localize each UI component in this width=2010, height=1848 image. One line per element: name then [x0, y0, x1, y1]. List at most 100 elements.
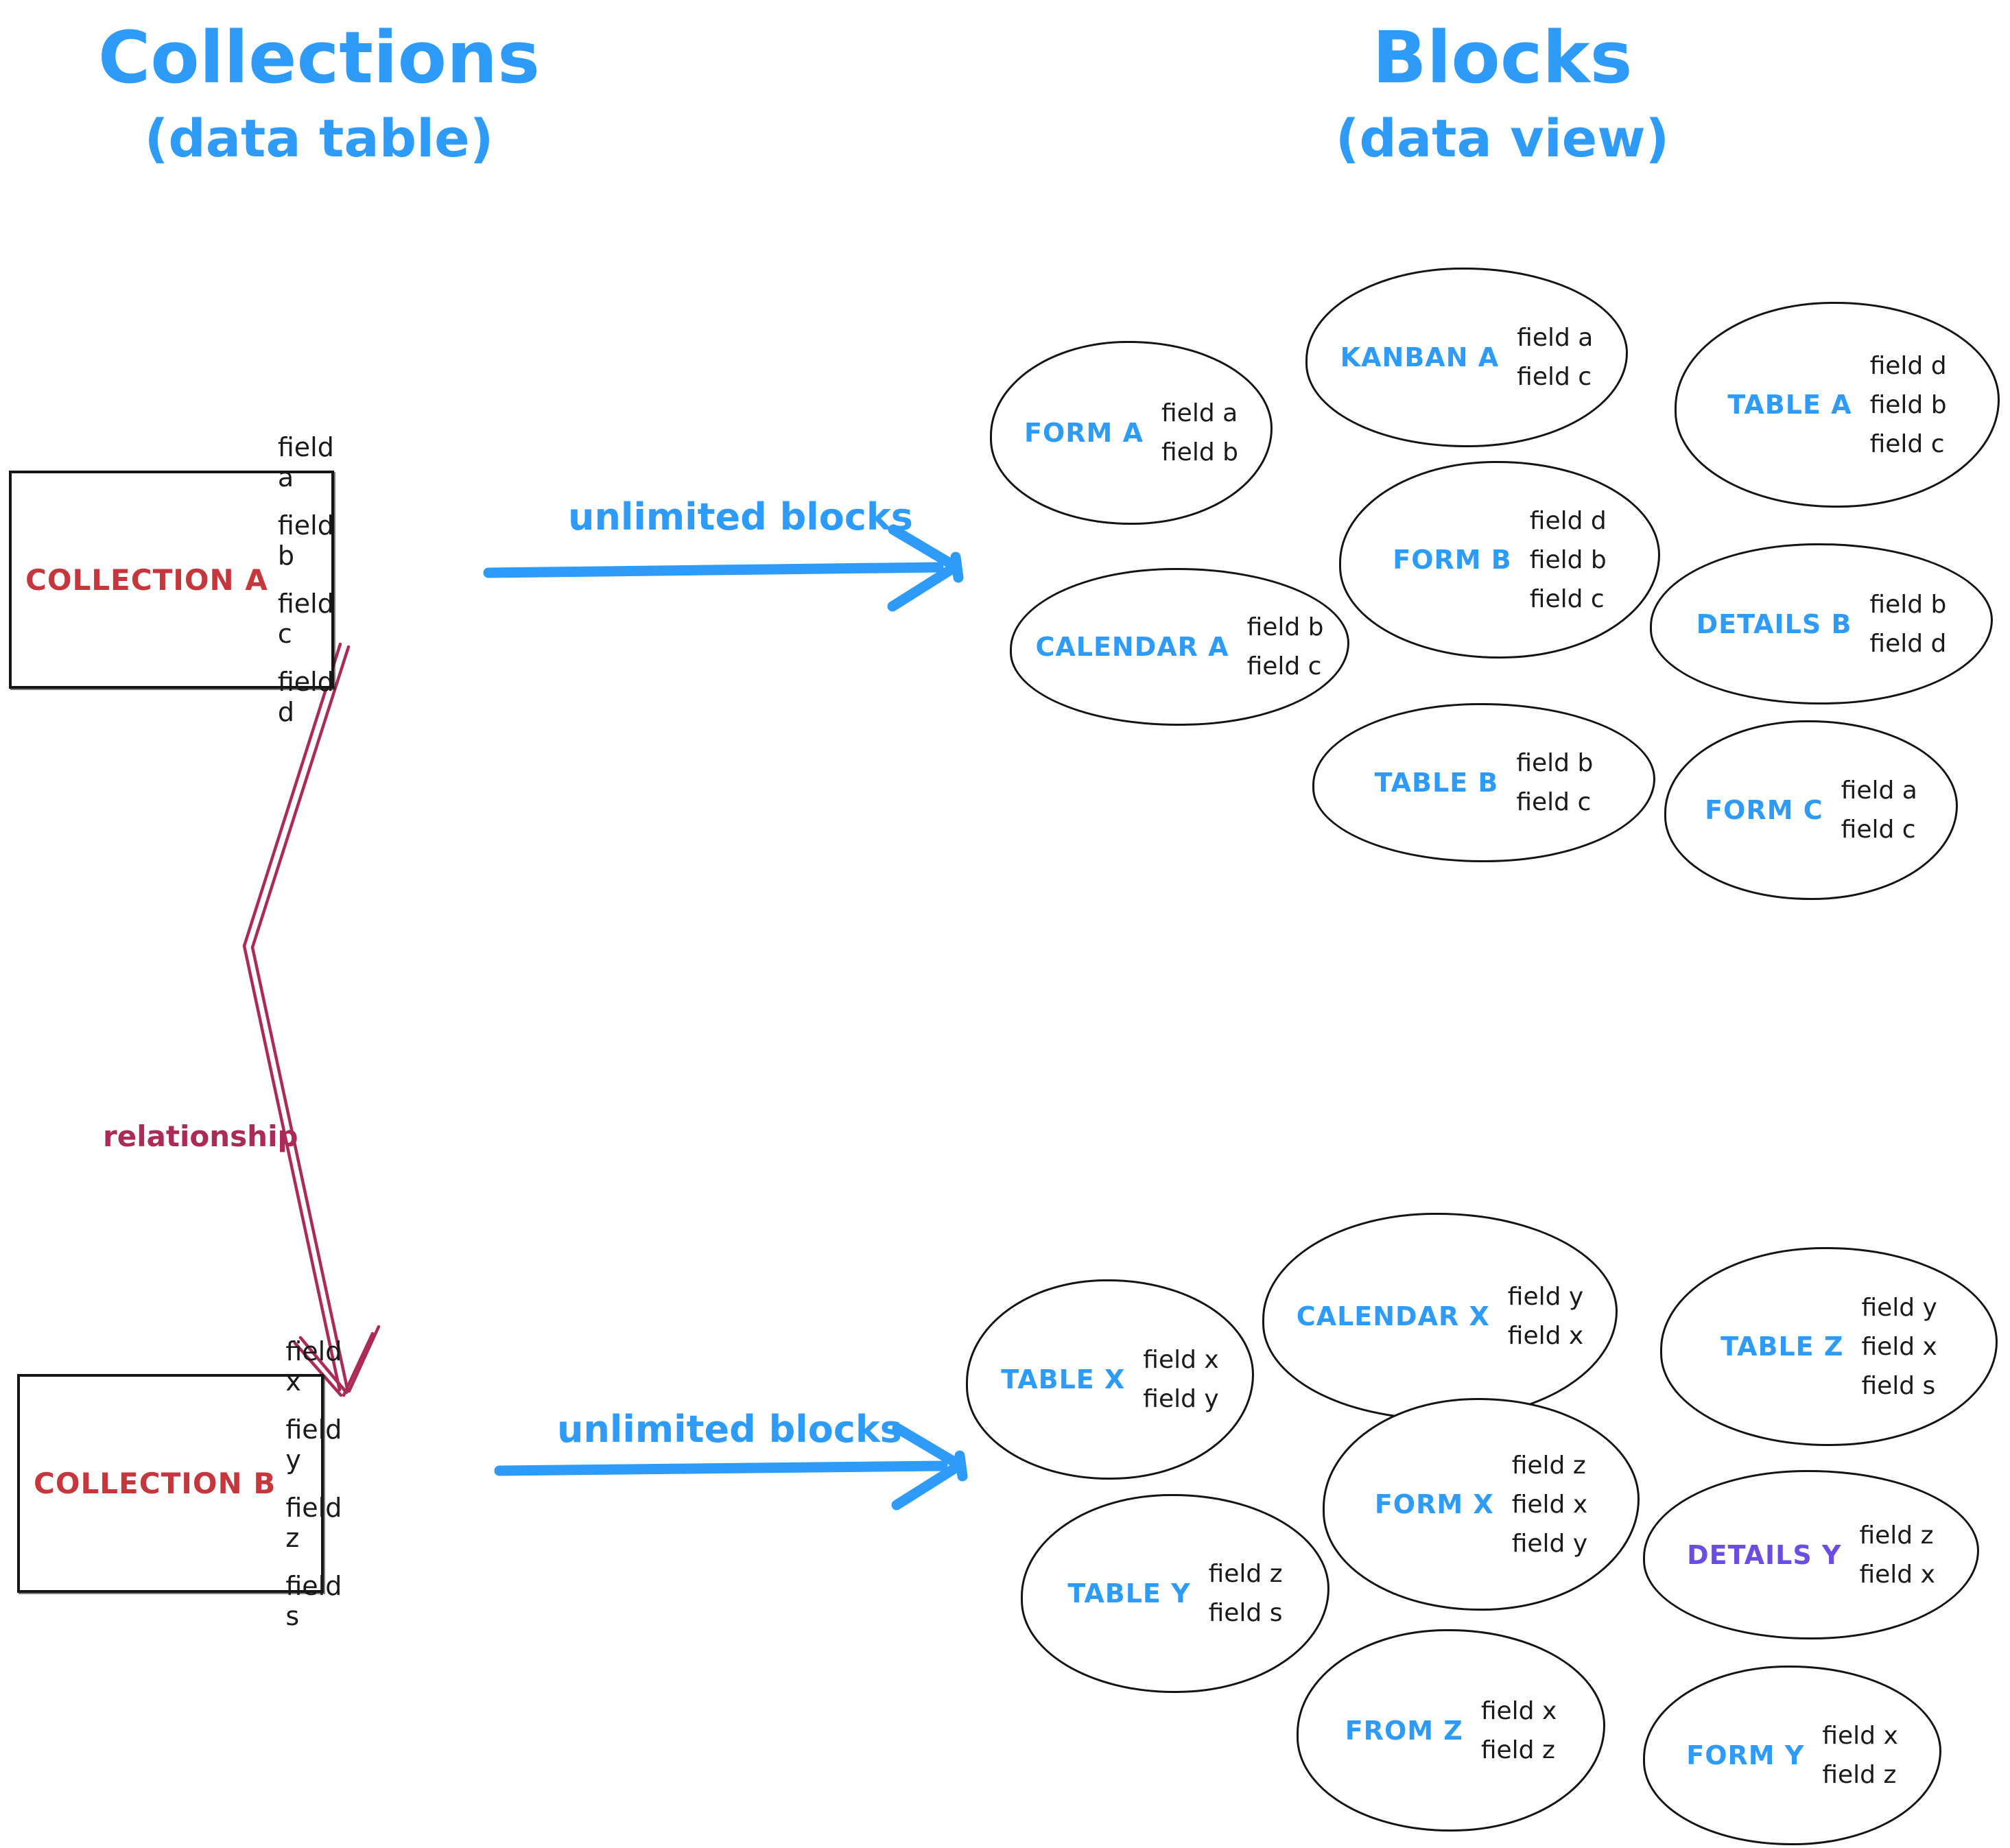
- block-field: field x: [1143, 1346, 1219, 1374]
- block-table-a-fields: field d field b field c: [1870, 352, 1947, 458]
- block-form-c: FORM C field a field c: [1664, 720, 1958, 900]
- block-field: field c: [1529, 584, 1605, 613]
- block-table-b: TABLE B field b field c: [1312, 703, 1655, 862]
- block-details-b: DETAILS B field b field d: [1650, 543, 1993, 704]
- block-table-x-fields: field x field y: [1143, 1346, 1218, 1413]
- block-field: field c: [1246, 652, 1322, 680]
- block-field: field b: [1869, 590, 1947, 619]
- block-form-b-fields: field d field b field c: [1530, 507, 1607, 613]
- collection-b-name: COLLECTION B: [34, 1467, 276, 1500]
- block-form-b: FORM B field d field b field c: [1339, 461, 1660, 659]
- collection-b-field: field x: [285, 1336, 342, 1397]
- block-table-z-fields: field y field x field s: [1861, 1294, 1937, 1400]
- block-field: field z: [1480, 1736, 1555, 1764]
- relationship-label: relationship: [103, 1120, 298, 1153]
- collection-b-field: field y: [285, 1414, 342, 1475]
- block-field: field z: [1208, 1560, 1283, 1588]
- block-field: field b: [1161, 438, 1238, 466]
- block-form-a: FORM A field a field b: [990, 341, 1273, 525]
- collection-a-box: COLLECTION A field a field b field c fie…: [9, 432, 334, 727]
- block-table-b-fields: field b field c: [1516, 749, 1593, 816]
- block-from-z: FROM Z field x field z: [1297, 1629, 1605, 1832]
- unlimited-blocks-label-b: unlimited blocks: [557, 1408, 902, 1451]
- block-table-x-label: TABLE X: [1001, 1364, 1126, 1395]
- block-details-y-label: DETAILS Y: [1687, 1539, 1842, 1570]
- block-field: field c: [1517, 363, 1592, 391]
- collection-b-box: COLLECTION B field x field y field z fie…: [17, 1336, 342, 1631]
- relationship-arrow: [242, 642, 381, 1397]
- block-calendar-a-fields: field b field c: [1247, 613, 1324, 680]
- block-form-y-fields: field x field z: [1822, 1722, 1897, 1789]
- block-from-z-fields: field x field z: [1481, 1697, 1557, 1764]
- block-table-a: TABLE A field d field b field c: [1675, 302, 2000, 508]
- unlimited-blocks-label-a: unlimited blocks: [568, 495, 913, 538]
- block-field: field z: [1859, 1521, 1934, 1550]
- block-calendar-x-label: CALENDAR X: [1296, 1301, 1490, 1331]
- block-field: field b: [1529, 545, 1607, 574]
- block-field: field x: [1859, 1560, 1935, 1589]
- block-details-b-fields: field b field d: [1869, 591, 1946, 658]
- blocks-title-group: Blocks (data view): [1259, 16, 1746, 169]
- block-field: field x: [1507, 1322, 1584, 1350]
- block-field: field c: [1841, 816, 1916, 844]
- block-field: field a: [1517, 324, 1594, 352]
- block-field: field y: [1143, 1385, 1219, 1413]
- block-field: field z: [1511, 1451, 1586, 1480]
- block-field: field c: [1869, 429, 1945, 458]
- block-form-x-label: FORM X: [1374, 1489, 1494, 1519]
- block-kanban-a-fields: field a field c: [1517, 324, 1593, 391]
- block-calendar-a: CALENDAR A field b field c: [1010, 568, 1349, 726]
- collection-a-fields: field a field b field c field d: [278, 432, 334, 727]
- block-field: field a: [1161, 399, 1238, 427]
- block-form-a-label: FORM A: [1024, 418, 1144, 448]
- collections-subtitle: (data table): [144, 108, 494, 169]
- collections-title: Collections: [97, 16, 540, 99]
- block-table-a-label: TABLE A: [1727, 390, 1852, 420]
- collection-a-field: field b: [277, 510, 334, 571]
- block-field: field a: [1841, 777, 1917, 805]
- block-field: field d: [1869, 351, 1947, 380]
- collection-a-field: field d: [277, 667, 334, 727]
- block-field: field b: [1869, 390, 1947, 419]
- block-table-y: TABLE Y field z field s: [1021, 1494, 1329, 1693]
- collection-b-field: field s: [285, 1570, 342, 1631]
- block-details-y: DETAILS Y field z field x: [1643, 1470, 1979, 1639]
- block-field: field d: [1529, 506, 1607, 535]
- block-field: field x: [1480, 1696, 1557, 1725]
- block-form-c-fields: field a field c: [1841, 777, 1917, 844]
- blocks-title: Blocks: [1372, 16, 1633, 99]
- block-calendar-x-fields: field y field x: [1508, 1283, 1583, 1350]
- block-form-c-label: FORM C: [1705, 795, 1823, 825]
- collection-a-field: field c: [277, 589, 334, 649]
- collection-a-name: COLLECTION A: [25, 562, 268, 597]
- block-form-y: FORM Y field x field z: [1643, 1666, 1941, 1845]
- block-calendar-x: CALENDAR X field y field x: [1262, 1213, 1618, 1420]
- block-table-y-label: TABLE Y: [1067, 1578, 1191, 1609]
- block-form-a-fields: field a field b: [1161, 399, 1238, 466]
- block-form-x-fields: field z field x field y: [1512, 1452, 1587, 1558]
- collection-a-field: field a: [277, 432, 334, 493]
- block-field: field c: [1516, 788, 1592, 816]
- block-kanban-a-label: KANBAN A: [1340, 342, 1500, 372]
- block-field: field b: [1516, 749, 1594, 777]
- block-calendar-a-label: CALENDAR A: [1035, 632, 1229, 662]
- block-field: field x: [1822, 1722, 1898, 1750]
- block-form-x: FORM X field z field x field y: [1323, 1398, 1640, 1611]
- block-table-z: TABLE Z field y field x field s: [1660, 1247, 1998, 1446]
- block-field: field y: [1511, 1529, 1588, 1558]
- collections-title-group: Collections (data table): [75, 16, 563, 169]
- block-table-y-fields: field z field s: [1209, 1560, 1283, 1627]
- block-field: field d: [1869, 629, 1947, 658]
- block-details-b-label: DETAILS B: [1696, 608, 1852, 639]
- block-field: field s: [1208, 1599, 1283, 1627]
- block-details-y-fields: field z field x: [1859, 1521, 1935, 1589]
- block-field: field y: [1861, 1293, 1937, 1322]
- block-field: field b: [1246, 613, 1324, 641]
- block-field: field y: [1507, 1283, 1584, 1311]
- block-table-b-label: TABLE B: [1374, 768, 1499, 798]
- block-from-z-label: FROM Z: [1345, 1715, 1463, 1746]
- unlimited-blocks-arrow-a: [483, 524, 964, 612]
- block-form-y-label: FORM Y: [1686, 1740, 1805, 1770]
- blocks-subtitle: (data view): [1335, 108, 1670, 169]
